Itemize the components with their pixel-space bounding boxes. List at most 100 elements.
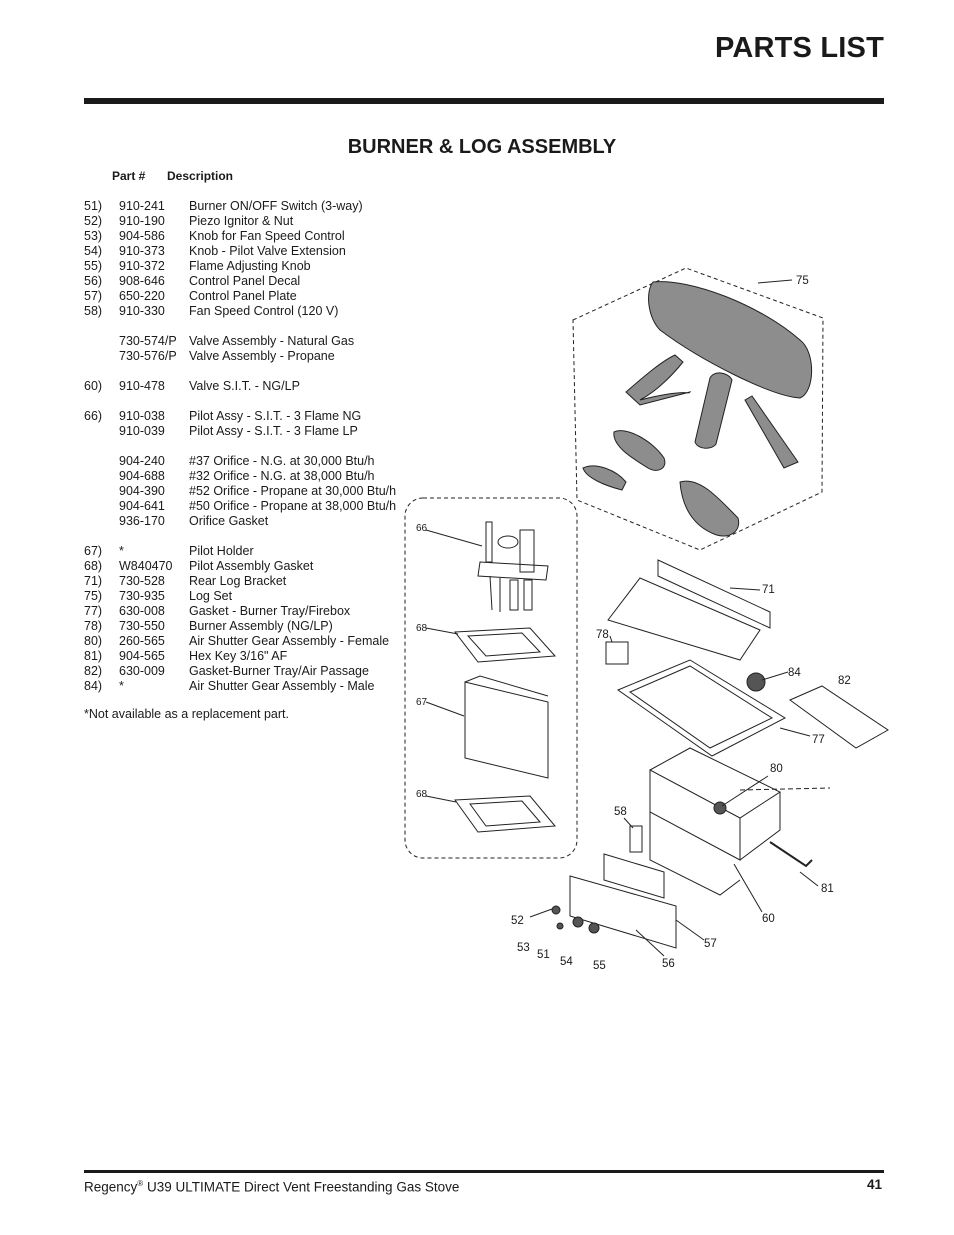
part-description: Pilot Assembly Gasket (189, 559, 314, 573)
part-description: #52 Orifice - Propane at 30,000 Btu/h (189, 484, 397, 498)
part-number: 904-641 (119, 499, 165, 513)
part-number-index: 55) (84, 259, 103, 273)
part-number: 910-330 (119, 304, 165, 318)
callout-53: 53 (517, 942, 530, 954)
part-number: 910-190 (119, 214, 165, 228)
gasket-82-illustration (789, 685, 889, 749)
callout-80: 80 (770, 763, 783, 775)
part-number-index: 75) (84, 589, 103, 603)
callout-84: 84 (788, 667, 801, 679)
part-description: Gasket - Burner Tray/Firebox (189, 604, 351, 618)
bottom-rule (84, 1170, 884, 1173)
column-header-description: Description (167, 169, 234, 183)
part-number: 910-372 (119, 259, 165, 273)
part-number-index: 60) (84, 379, 103, 393)
callout-55: 55 (593, 960, 606, 972)
page-title: PARTS LIST (714, 32, 884, 64)
gear-84-illustration (746, 672, 766, 692)
top-rule (84, 98, 884, 104)
diagram-callouts: 75 71 78 84 82 77 80 58 81 60 57 56 55 5… (416, 275, 851, 972)
footnote: *Not available as a replacement part. (84, 707, 289, 721)
part-number: 904-565 (119, 649, 165, 663)
part-description: Orifice Gasket (189, 514, 269, 528)
part-number-index: 54) (84, 244, 103, 258)
part-number-index: 81) (84, 649, 103, 663)
pilot-inset-outline (404, 497, 578, 859)
pilot-assembly-illustration (454, 521, 557, 833)
callout-57: 57 (704, 938, 717, 950)
part-number-index: 57) (84, 289, 103, 303)
callout-56: 56 (662, 958, 675, 970)
part-number-index: 66) (84, 409, 103, 423)
part-number-index: 67) (84, 544, 103, 558)
part-description: Control Panel Plate (189, 289, 297, 303)
callout-60: 60 (762, 913, 775, 925)
part-number: 730-935 (119, 589, 165, 603)
part-description: Valve S.I.T. - NG/LP (189, 379, 300, 393)
part-number: 730-550 (119, 619, 165, 633)
callout-58: 58 (614, 806, 627, 818)
part-number: 904-586 (119, 229, 165, 243)
callout-75: 75 (796, 275, 809, 287)
part-number: 910-241 (119, 199, 165, 213)
part-number: 910-373 (119, 244, 165, 258)
part-number: 904-240 (119, 454, 165, 468)
part-description: Pilot Assy - S.I.T. - 3 Flame NG (189, 409, 362, 423)
part-number: * (119, 544, 124, 558)
part-description: Rear Log Bracket (189, 574, 287, 588)
part-number: W840470 (119, 559, 173, 573)
part-number-index: 58) (84, 304, 103, 318)
part-number-index: 51) (84, 199, 103, 213)
inset-callout-68b: 68 (416, 789, 428, 800)
part-description: Pilot Assy - S.I.T. - 3 Flame LP (189, 424, 358, 438)
footer-reg-mark: ® (137, 1179, 144, 1188)
log-set-outline (572, 267, 824, 551)
part-description: Knob - Pilot Valve Extension (189, 244, 346, 258)
part-number-index: 82) (84, 664, 103, 678)
part-description: Burner ON/OFF Switch (3-way) (189, 199, 363, 213)
footer-brand: Regency (84, 1179, 138, 1195)
part-description: Flame Adjusting Knob (189, 259, 311, 273)
part-number-index: 68) (84, 559, 103, 573)
part-description: Gasket-Burner Tray/Air Passage (189, 664, 369, 678)
part-number: 630-008 (119, 604, 165, 618)
fan-control-illustration (629, 825, 643, 853)
part-description: Log Set (189, 589, 233, 603)
part-number: 910-478 (119, 379, 165, 393)
hex-key-illustration (769, 841, 813, 868)
part-description: Fan Speed Control (120 V) (189, 304, 339, 318)
part-number-index: 84) (84, 679, 103, 693)
inset-callout-67: 67 (416, 697, 428, 708)
part-number-index: 52) (84, 214, 103, 228)
part-number-index: 56) (84, 274, 103, 288)
part-description: Air Shutter Gear Assembly - Male (189, 679, 375, 693)
section-title: BURNER & LOG ASSEMBLY (347, 136, 617, 158)
part-description: Hex Key 3/16" AF (189, 649, 288, 663)
log-bracket-illustration (657, 559, 771, 629)
part-description: #50 Orifice - Propane at 38,000 Btu/h (189, 499, 397, 513)
callout-78: 78 (596, 629, 609, 641)
part-number: 730-528 (119, 574, 165, 588)
part-number: 904-688 (119, 469, 165, 483)
part-number: 650-220 (119, 289, 165, 303)
part-number-index: 71) (84, 574, 103, 588)
callout-52: 52 (511, 915, 524, 927)
footer-title: Regency® U39 ULTIMATE Direct Vent Freest… (84, 1179, 459, 1195)
column-header-part: Part # (112, 169, 146, 183)
part-number-index: 80) (84, 634, 103, 648)
gasket-77-illustration (616, 659, 787, 757)
part-number: 260-565 (119, 634, 165, 648)
part-description: Air Shutter Gear Assembly - Female (189, 634, 390, 648)
page-number: 41 (866, 1177, 882, 1192)
callout-77: 77 (812, 734, 825, 746)
log-set-illustration (582, 281, 813, 537)
inset-callout-66: 66 (416, 523, 428, 534)
part-number: 730-576/P (119, 349, 177, 363)
part-description: Control Panel Decal (189, 274, 301, 288)
part-number-index: 53) (84, 229, 103, 243)
part-description: #32 Orifice - N.G. at 38,000 Btu/h (189, 469, 375, 483)
part-number-index: 78) (84, 619, 103, 633)
inset-callout-68a: 68 (416, 623, 428, 634)
part-number: * (119, 679, 124, 693)
